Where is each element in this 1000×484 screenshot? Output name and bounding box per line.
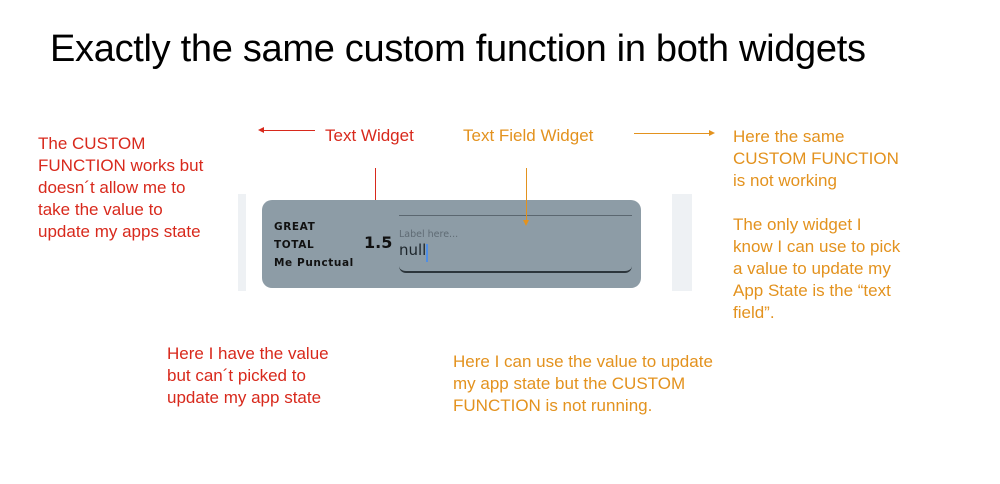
- label-text-field-widget: Text Field Widget: [463, 126, 594, 145]
- arrow-left-text-widget: [258, 126, 318, 134]
- note-custom-function-works: The CUSTOM FUNCTION works but doesn´t al…: [38, 134, 204, 241]
- slide-title: Exactly the same custom function in both…: [50, 28, 866, 70]
- text-field-top-border: [399, 215, 632, 216]
- note-only-widget: The only widget I know I can use to pick…: [733, 215, 901, 322]
- arrowhead-down-icon: [523, 220, 529, 226]
- text-field-label: Label here...: [399, 229, 459, 240]
- arrow-down-text-field: [523, 168, 530, 228]
- text-widget-value: 1.5: [364, 233, 393, 252]
- text-field-input[interactable]: [399, 241, 599, 259]
- text-line-me-punctual: Me Punctual: [274, 257, 354, 269]
- text-field-underline: [399, 266, 632, 273]
- container-edge-left: [238, 194, 246, 291]
- text-line-total: TOTAL: [274, 239, 315, 251]
- widget-card: GREAT TOTAL Me Punctual 1.5 Label here..…: [262, 200, 641, 288]
- arrowhead-right-icon: [709, 130, 715, 136]
- text-line-great: GREAT: [274, 221, 316, 233]
- note-can-update-state: Here I can use the value to update my ap…: [453, 352, 713, 415]
- note-have-value: Here I have the value but can´t picked t…: [167, 344, 329, 407]
- container-edge-right: [672, 194, 692, 291]
- text-cursor: [426, 244, 428, 262]
- text-stack: GREAT TOTAL Me Punctual: [274, 218, 354, 272]
- label-text-widget: Text Widget: [325, 126, 414, 145]
- arrowhead-left-icon: [258, 127, 264, 133]
- note-not-working: Here the same CUSTOM FUNCTION is not wor…: [733, 127, 899, 190]
- arrow-right-text-field: [634, 130, 716, 138]
